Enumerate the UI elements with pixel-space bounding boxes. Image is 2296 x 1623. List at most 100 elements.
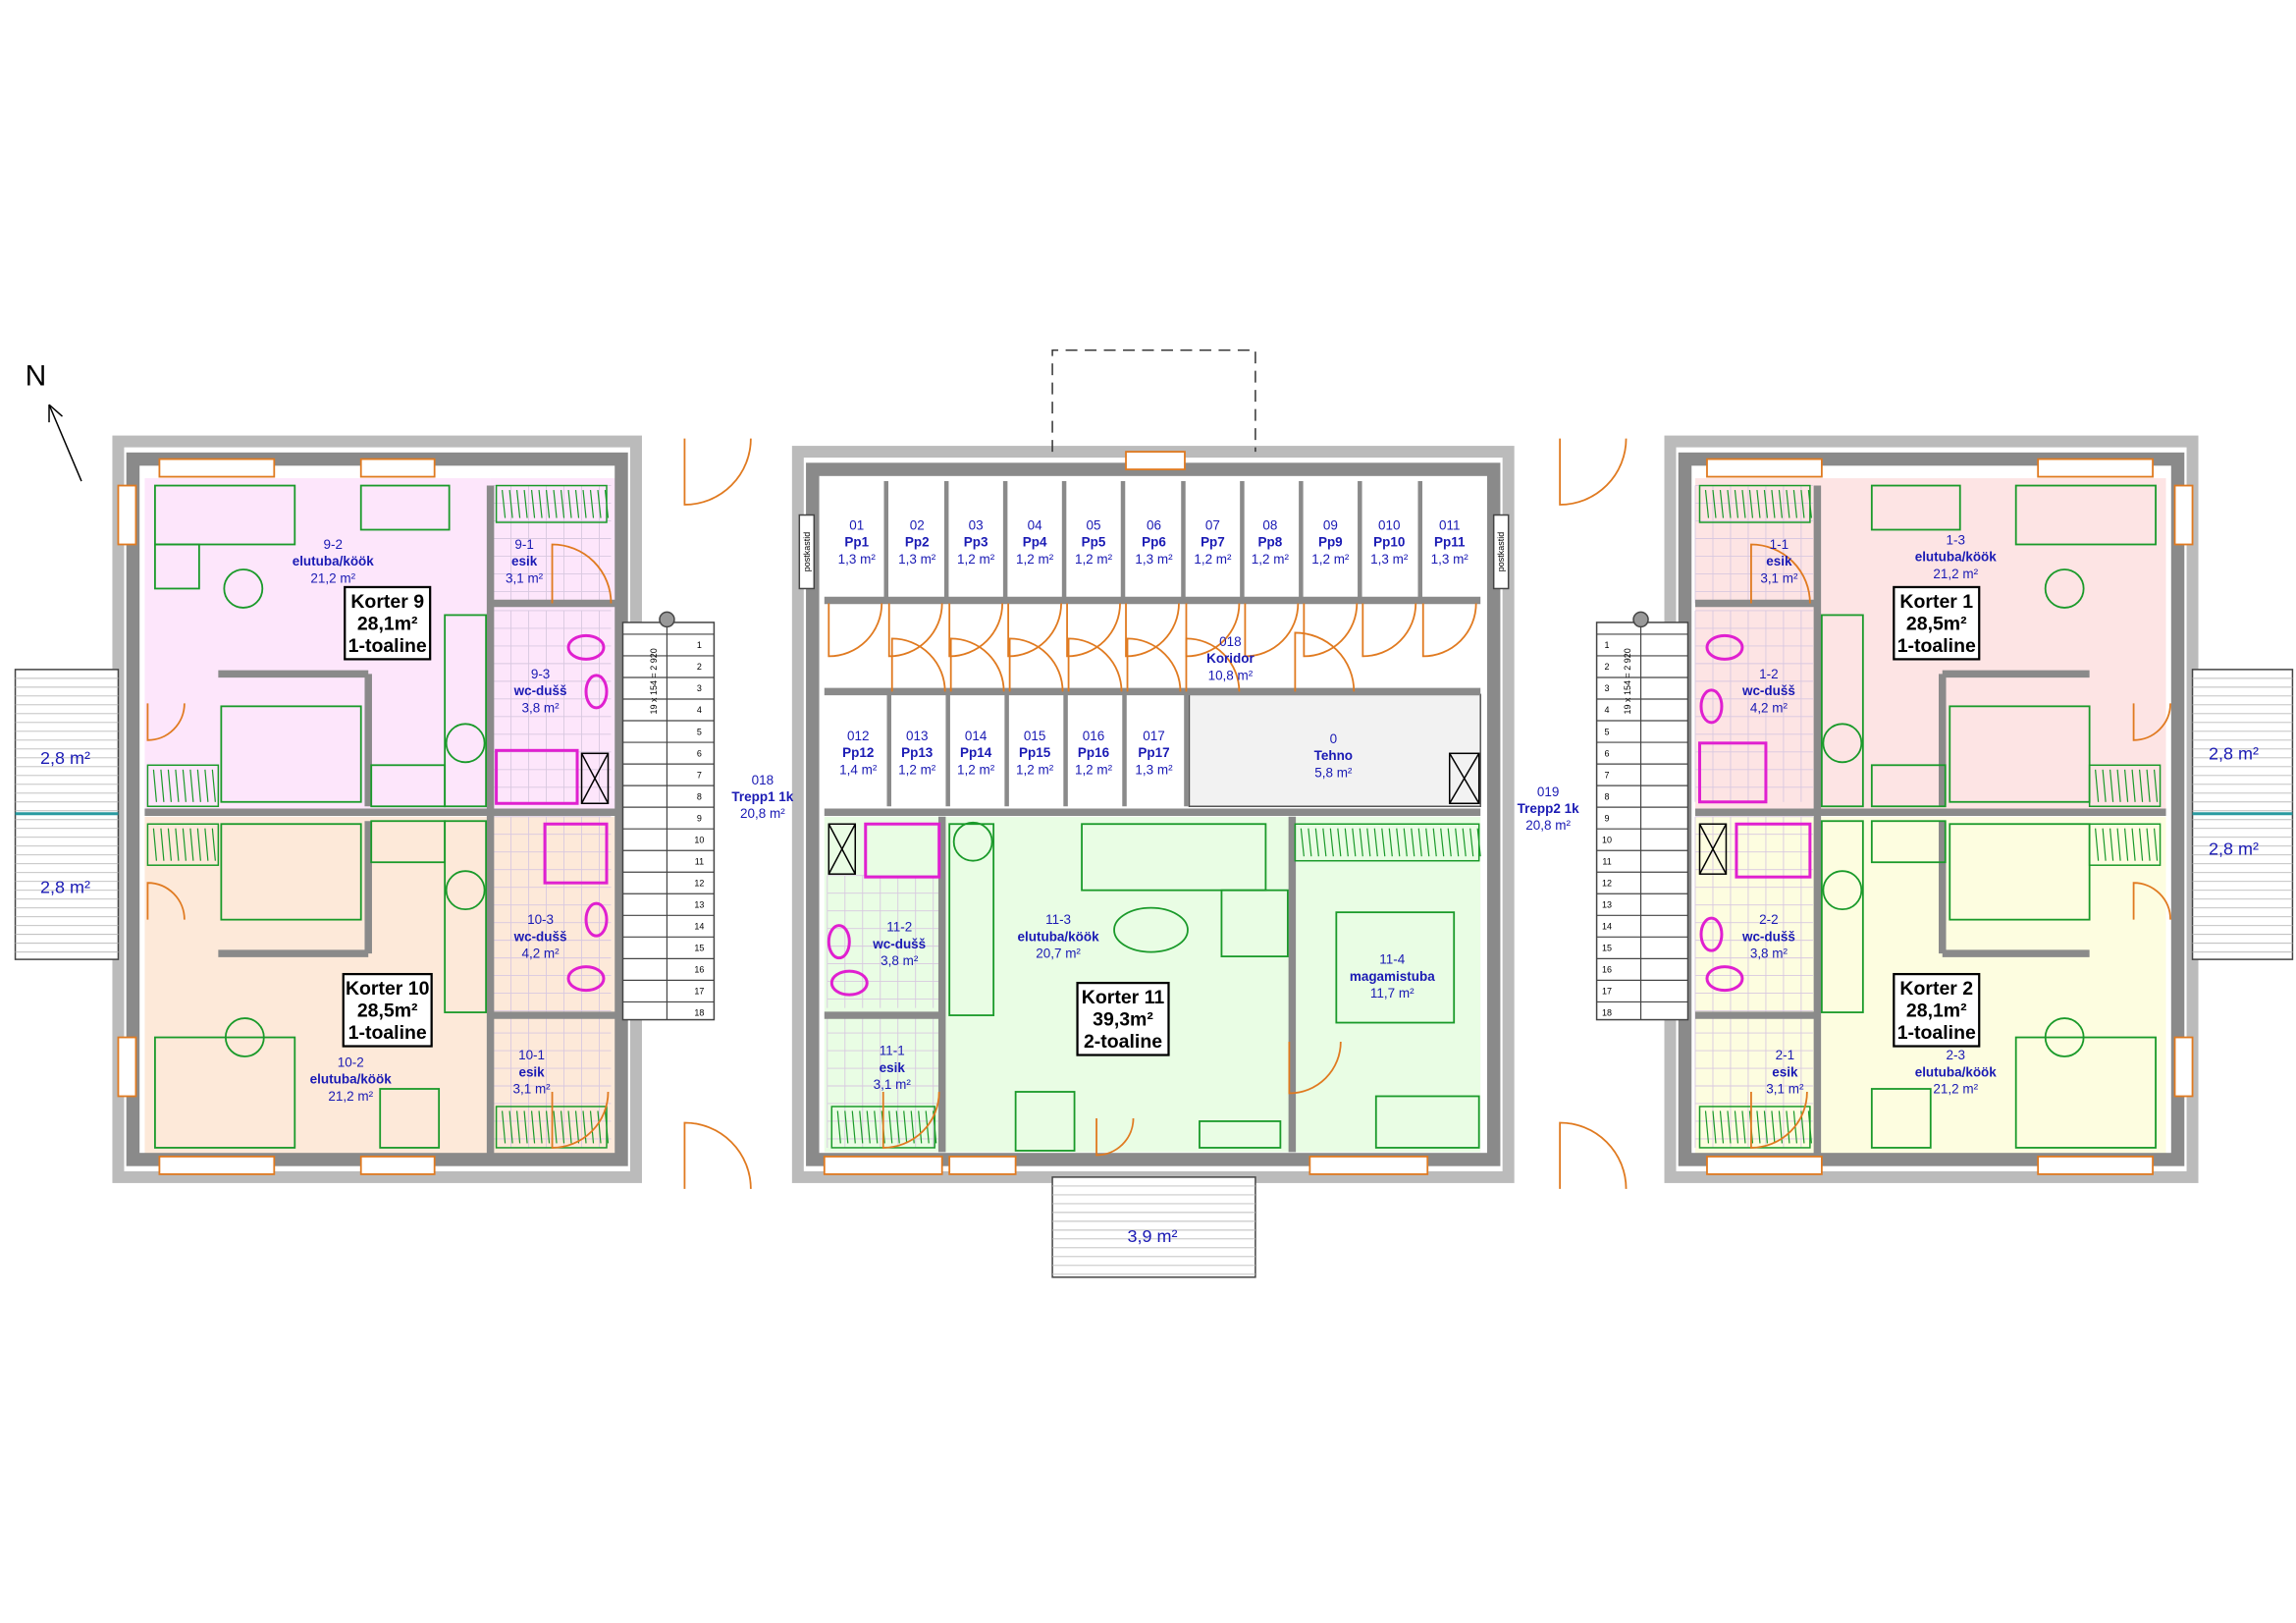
wardrobe-hatch bbox=[1734, 489, 1739, 518]
toilet bbox=[829, 969, 869, 997]
stair-step-number: 18 bbox=[694, 1008, 704, 1018]
storage-label-area: 1,3 m² bbox=[1135, 552, 1173, 567]
wardrobe-hatch bbox=[545, 489, 551, 518]
sink bbox=[1699, 916, 1724, 952]
room-label-name: esik bbox=[511, 554, 538, 568]
apartment-area: 28,5m² bbox=[357, 1001, 418, 1022]
wardrobe-hatch bbox=[196, 769, 201, 802]
window bbox=[2037, 1156, 2154, 1175]
storage-label-area: 1,2 m² bbox=[957, 552, 995, 567]
furniture bbox=[370, 764, 447, 808]
storage-door bbox=[1185, 603, 1241, 658]
room-label-number: 10-3 bbox=[527, 912, 554, 927]
stair-step-number: 8 bbox=[697, 791, 702, 801]
wardrobe-hatch bbox=[545, 1110, 551, 1144]
wardrobe-hatch bbox=[160, 769, 165, 802]
wardrobe-hatch bbox=[2116, 769, 2121, 802]
storage-label-area: 1,3 m² bbox=[1370, 552, 1409, 567]
stair-step-number: 12 bbox=[694, 878, 704, 888]
furniture bbox=[1870, 484, 1961, 531]
shaft-x bbox=[1449, 752, 1480, 804]
storage-label-name: Pp11 bbox=[1434, 535, 1466, 550]
balcony-door bbox=[2132, 882, 2171, 920]
staircase bbox=[621, 622, 716, 1021]
entry-door bbox=[881, 1091, 940, 1149]
wardrobe-hatch bbox=[1425, 828, 1430, 857]
window bbox=[1706, 1156, 1823, 1175]
storage-door bbox=[1244, 603, 1300, 658]
room-label-area: 21,2 m² bbox=[328, 1089, 373, 1104]
furniture bbox=[1199, 1120, 1282, 1149]
wardrobe-hatch bbox=[567, 1110, 572, 1144]
wardrobe-hatch bbox=[167, 828, 172, 861]
postbox bbox=[1492, 514, 1510, 590]
furniture bbox=[154, 543, 200, 590]
wardrobe-hatch bbox=[182, 769, 187, 802]
furniture bbox=[444, 820, 488, 1013]
room-label-area: 20,7 m² bbox=[1036, 947, 1081, 961]
stair-step-number: 11 bbox=[695, 856, 704, 866]
furniture bbox=[379, 1088, 441, 1149]
wardrobe-hatch bbox=[1455, 828, 1460, 857]
storage-door bbox=[1125, 603, 1180, 658]
storage-door bbox=[828, 603, 883, 658]
furniture bbox=[1014, 1091, 1076, 1152]
room-label-name: elutuba/köök bbox=[293, 554, 375, 568]
apartment-name: Korter 10 bbox=[346, 978, 430, 1000]
stair-step-number: 1 bbox=[1605, 640, 1610, 650]
storage-label-area: 1,2 m² bbox=[1016, 552, 1054, 567]
north-label: N bbox=[26, 360, 47, 393]
wardrobe-hatch bbox=[597, 489, 602, 518]
wardrobe-hatch bbox=[604, 1110, 610, 1144]
apartment-type: 1-toaline bbox=[348, 1022, 427, 1044]
storage-label-name: Pp12 bbox=[842, 745, 874, 760]
wardrobe-hatch bbox=[204, 769, 209, 802]
wardrobe-hatch bbox=[152, 769, 158, 802]
room-label-area: 21,2 m² bbox=[310, 570, 355, 585]
postbox-label: postkastid bbox=[802, 532, 812, 571]
stair-step-number: 16 bbox=[694, 965, 704, 975]
room-label-number: 11-3 bbox=[1045, 912, 1071, 927]
furniture bbox=[1081, 823, 1267, 892]
north-arrow-head bbox=[48, 404, 64, 423]
storage-label-number: 016 bbox=[1083, 729, 1104, 743]
stair-door bbox=[683, 1121, 752, 1189]
storage-label-number: 02 bbox=[910, 518, 925, 533]
toilet bbox=[1705, 633, 1744, 661]
toilet bbox=[566, 965, 606, 993]
window bbox=[359, 458, 436, 478]
storage-label-number: 013 bbox=[906, 729, 928, 743]
storage-door bbox=[1008, 637, 1064, 692]
storage-label-area: 1,3 m² bbox=[1431, 552, 1469, 567]
furniture bbox=[1820, 614, 1864, 808]
furniture bbox=[359, 484, 451, 531]
apartment-box bbox=[344, 585, 432, 661]
wardrobe-hatch bbox=[2102, 828, 2107, 861]
apartment-name: Korter 11 bbox=[1082, 987, 1165, 1008]
storage-door bbox=[887, 603, 943, 658]
storage-label-area: 1,2 m² bbox=[1252, 552, 1290, 567]
balcony-door bbox=[146, 882, 186, 920]
room-label-name: esik bbox=[1772, 1064, 1798, 1079]
room-label-name: wc-dušš bbox=[1741, 683, 1795, 698]
furniture bbox=[1870, 764, 1947, 808]
storage-label-name: Pp2 bbox=[905, 535, 930, 550]
wardrobe-hatch bbox=[918, 1110, 923, 1144]
round-table bbox=[952, 821, 993, 862]
window bbox=[117, 1036, 137, 1098]
wardrobe-hatch bbox=[1786, 1110, 1790, 1144]
shaft-x bbox=[1698, 823, 1728, 875]
room-label-area: 5,8 m² bbox=[1314, 765, 1353, 780]
apartment-box bbox=[342, 972, 433, 1048]
sink bbox=[1699, 688, 1724, 725]
window bbox=[1308, 1156, 1429, 1175]
stair-step-number: 17 bbox=[1602, 987, 1612, 997]
storage-label-number: 017 bbox=[1143, 729, 1164, 743]
room-label-number: 9-2 bbox=[324, 537, 343, 552]
balcony-area: 2,8 m² bbox=[2209, 839, 2259, 859]
wardrobe-hatch bbox=[1329, 828, 1334, 857]
wardrobe-hatch bbox=[895, 1110, 900, 1144]
stair-dimension: 19 x 154 = 2 920 bbox=[1623, 648, 1632, 714]
room-label-area: 3,1 m² bbox=[1766, 1081, 1804, 1096]
